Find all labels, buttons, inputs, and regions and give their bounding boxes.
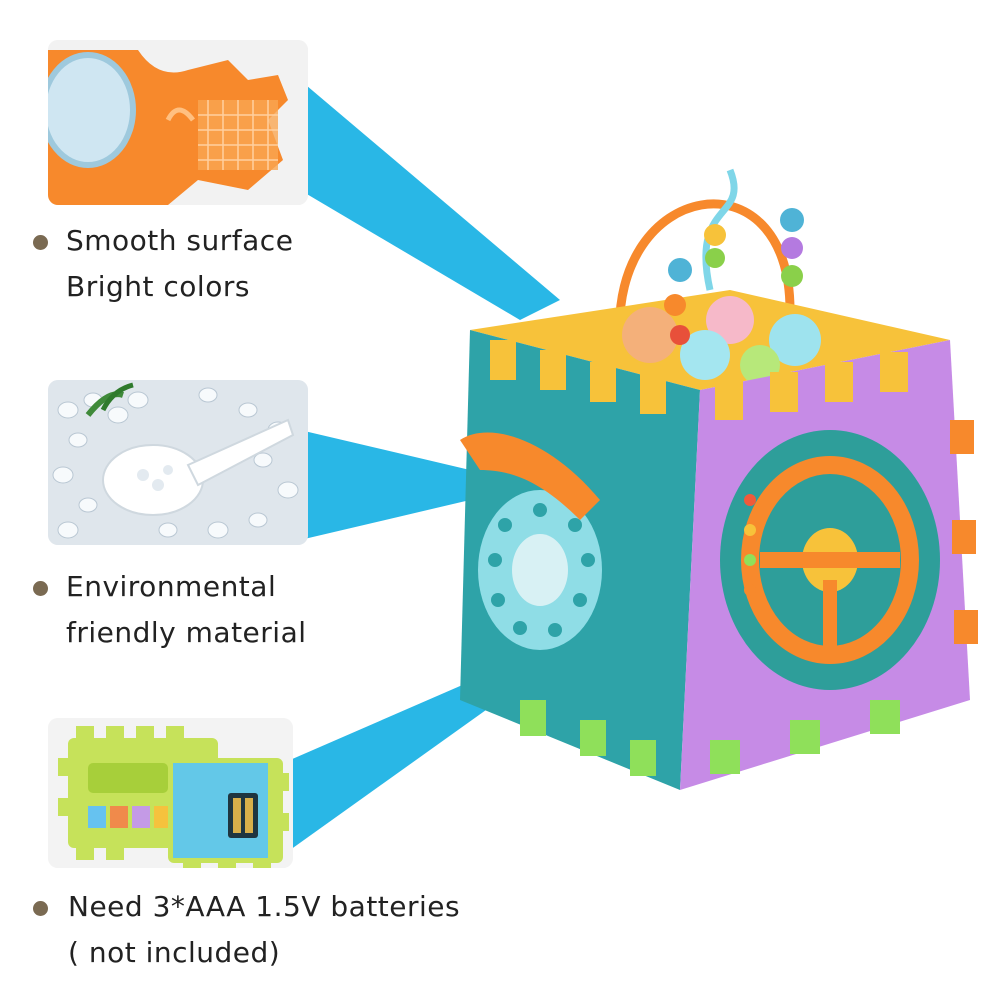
thumbnail-battery	[48, 718, 293, 868]
bullet-dot	[33, 235, 48, 250]
feature-text: friendly material	[66, 616, 307, 649]
thumbnail-smooth-surface	[48, 40, 308, 205]
feature-text: Environmental	[66, 570, 277, 603]
thumbnail-material	[48, 380, 308, 545]
connector-beam-bottom	[290, 660, 520, 850]
connector-beam-middle	[300, 430, 470, 540]
feature-text: ( not included)	[68, 936, 281, 969]
bullet-dot	[33, 901, 48, 916]
connector-beam-top	[300, 80, 560, 320]
feature-batteries: Need 3*AAA 1.5V batteries ( not included…	[68, 884, 460, 976]
feature-text: Smooth surface	[66, 224, 294, 257]
feature-smooth-surface: Smooth surface Bright colors	[66, 218, 293, 310]
feature-text: Need 3*AAA 1.5V batteries	[68, 890, 461, 923]
activity-cube-image	[460, 168, 978, 790]
feature-material: Environmental friendly material	[66, 564, 307, 656]
feature-text: Bright colors	[66, 270, 250, 303]
bullet-dot	[33, 581, 48, 596]
